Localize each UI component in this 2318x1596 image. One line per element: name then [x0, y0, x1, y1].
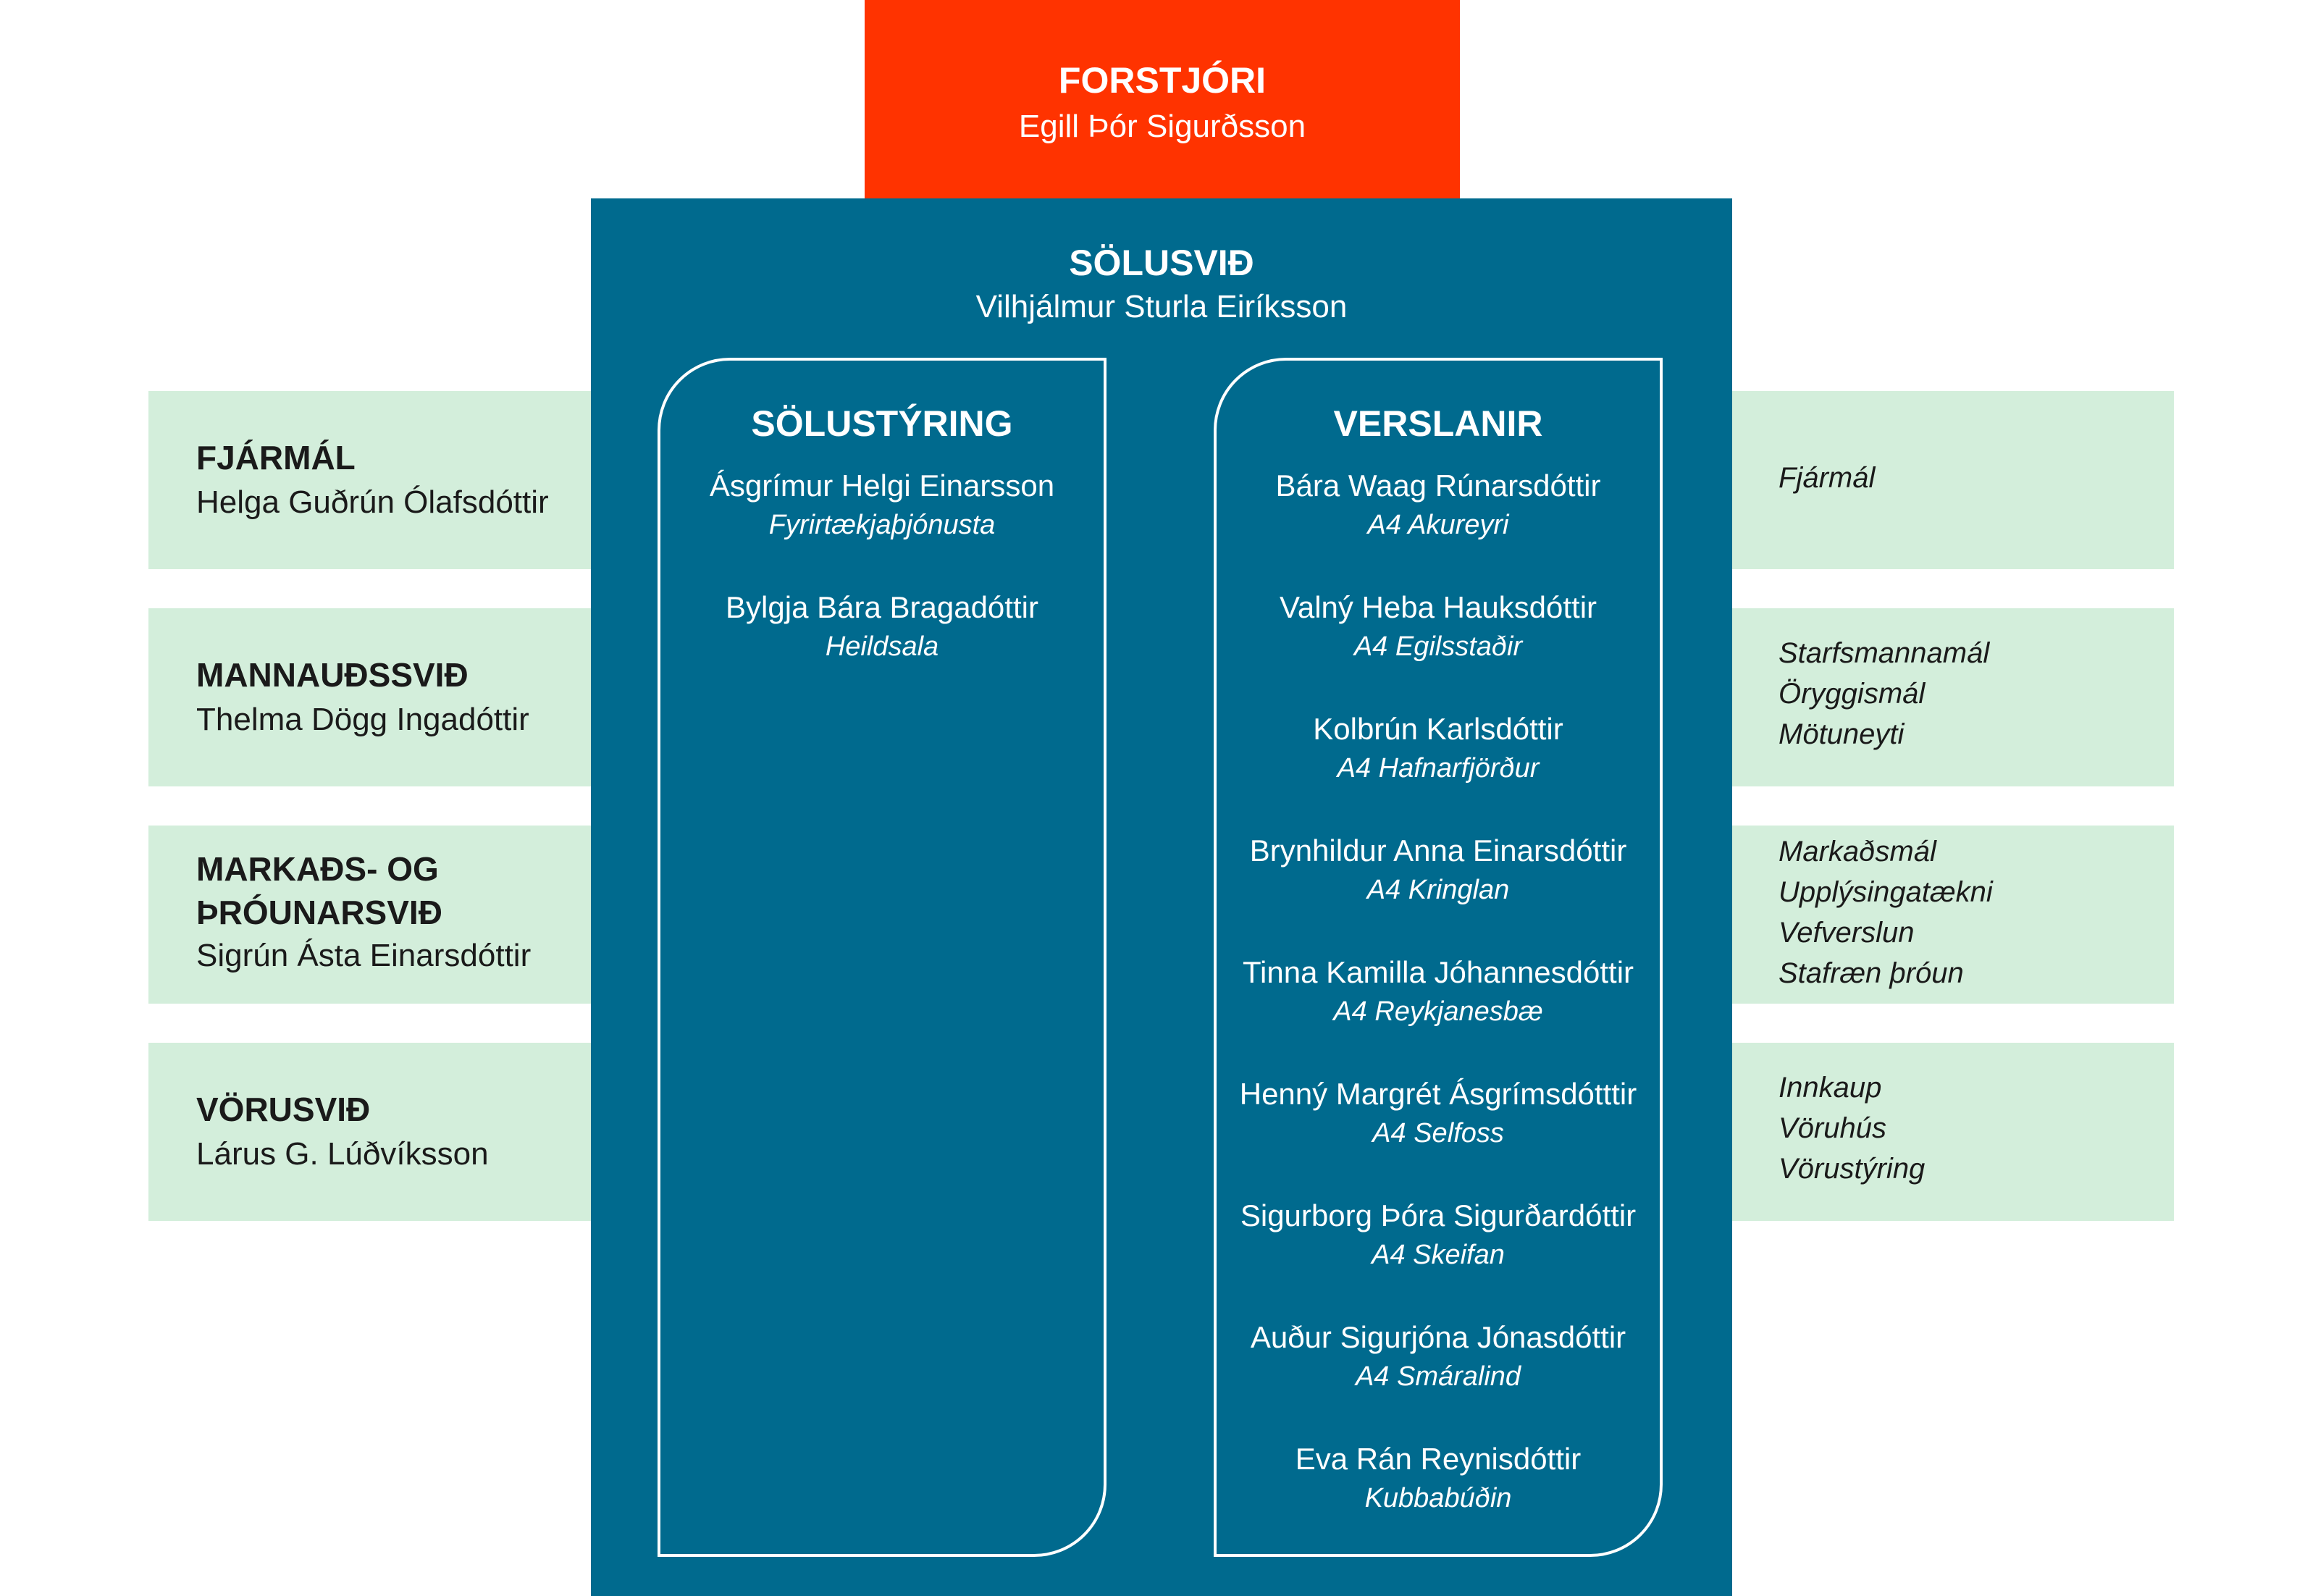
staff-name: Henný Margrét Ásgrímsdótttir: [1239, 1077, 1637, 1111]
responsibility-item: Fjármál: [1779, 462, 1876, 494]
responsibility-item: Öryggismál: [1779, 678, 1926, 710]
finance-responsibilities-box: Fjármál: [1732, 391, 2174, 569]
column-title: VERSLANIR: [1333, 403, 1543, 444]
staff-name: Auður Sigurjóna Jónasdóttir: [1250, 1320, 1626, 1354]
hr-responsibilities-box: Starfsmannamál Öryggismál Mötuneyti: [1732, 608, 2174, 786]
division-title: MARKAÐS- OG ÞRÓUNARSVIÐ: [196, 847, 442, 934]
division-title: MANNAUÐSSVIÐ: [196, 656, 469, 694]
staff-entry: Bylgja Bára Bragadóttir Heildsala: [660, 588, 1104, 710]
staff-role: A4 Egilsstaðir: [1353, 631, 1523, 662]
responsibility-item: Upplýsingatækni: [1779, 876, 1993, 908]
staff-entry: Brynhildur Anna Einarsdóttir A4 Kringlan: [1217, 831, 1660, 953]
staff-role: A4 Kringlan: [1366, 875, 1510, 905]
staff-role: A4 Smáralind: [1355, 1361, 1521, 1392]
responsibility-item: Innkaup: [1779, 1072, 1882, 1104]
staff-name: Tinna Kamilla Jóhannesdóttir: [1242, 955, 1634, 989]
product-box: VÖRUSVIÐ Lárus G. Lúðvíksson: [148, 1043, 591, 1221]
finance-box: FJÁRMÁL Helga Guðrún Ólafsdóttir: [148, 391, 591, 569]
staff-role: Kubbabúðin: [1364, 1483, 1512, 1513]
sales-control-column: SÖLUSTÝRING Ásgrímur Helgi Einarsson Fyr…: [658, 358, 1106, 1557]
responsibility-item: Starfsmannamál: [1779, 637, 1990, 669]
sales-division-head: Vilhjálmur Sturla Eiríksson: [975, 289, 1348, 324]
staff-role: A4 Hafnarfjörður: [1337, 753, 1540, 784]
division-title-line1: MARKAÐS- OG: [196, 850, 439, 888]
marketing-development-box: MARKAÐS- OG ÞRÓUNARSVIÐ Sigrún Ásta Eina…: [148, 826, 591, 1004]
staff-entry: Henný Margrét Ásgrímsdótttir A4 Selfoss: [1217, 1075, 1660, 1196]
responsibility-list: Fjármál: [1779, 458, 1875, 498]
staff-entry: Bára Waag Rúnarsdóttir A4 Akureyri: [1217, 466, 1660, 588]
ceo-name: Egill Þór Sigurðsson: [1018, 109, 1306, 144]
division-head: Sigrún Ásta Einarsdóttir: [196, 938, 532, 973]
staff-name: Eva Rán Reynisdóttir: [1295, 1442, 1582, 1476]
responsibility-item: Markaðsmál: [1779, 836, 1936, 868]
staff-name: Bára Waag Rúnarsdóttir: [1275, 469, 1601, 503]
responsibility-list: Innkaup Vöruhús Vörustýring: [1779, 1067, 1925, 1189]
staff-entry: Ásgrímur Helgi Einarsson Fyrirtækjaþjónu…: [660, 466, 1104, 588]
staff-role: Fyrirtækjaþjónusta: [768, 510, 996, 540]
responsibility-item: Vöruhús: [1779, 1112, 1886, 1144]
staff-name: Sigurborg Þóra Sigurðardóttir: [1240, 1198, 1637, 1232]
division-title: VÖRUSVIÐ: [196, 1091, 371, 1128]
division-title: FJÁRMÁL: [196, 439, 356, 476]
column-title: SÖLUSTÝRING: [751, 403, 1013, 444]
ceo-title: FORSTJÓRI: [1058, 60, 1267, 101]
staff-entry: Valný Heba Hauksdóttir A4 Egilsstaðir: [1217, 588, 1660, 710]
product-responsibilities-box: Innkaup Vöruhús Vörustýring: [1732, 1043, 2174, 1221]
ceo-box: FORSTJÓRI Egill Þór Sigurðsson: [865, 0, 1460, 198]
hr-box: MANNAUÐSSVIÐ Thelma Dögg Ingadóttir: [148, 608, 591, 786]
staff-name: Valný Heba Hauksdóttir: [1279, 590, 1597, 624]
division-title-line2: ÞRÓUNARSVIÐ: [196, 894, 442, 931]
staff-role: A4 Skeifan: [1372, 1240, 1505, 1270]
responsibility-list: Starfsmannamál Öryggismál Mötuneyti: [1779, 633, 1989, 755]
responsibility-item: Stafræn þróun: [1779, 957, 1964, 989]
staff-name: Ásgrímur Helgi Einarsson: [709, 469, 1055, 503]
staff-entry: Tinna Kamilla Jóhannesdóttir A4 Reykjane…: [1217, 953, 1660, 1075]
staff-entry: Auður Sigurjóna Jónasdóttir A4 Smáralind: [1217, 1318, 1660, 1440]
staff-name: Kolbrún Karlsdóttir: [1313, 712, 1563, 746]
staff-name: Brynhildur Anna Einarsdóttir: [1249, 833, 1627, 868]
division-head: Helga Guðrún Ólafsdóttir: [196, 484, 549, 520]
staff-entry: Sigurborg Þóra Sigurðardóttir A4 Skeifan: [1217, 1196, 1660, 1318]
staff-role: A4 Reykjanesbæ: [1333, 996, 1543, 1027]
responsibility-item: Vörustýring: [1779, 1153, 1926, 1185]
marketing-responsibilities-box: Markaðsmál Upplýsingatækni Vefverslun St…: [1732, 826, 2174, 1004]
staff-entry: Kolbrún Karlsdóttir A4 Hafnarfjörður: [1217, 710, 1660, 831]
sales-division-title: SÖLUSVIÐ: [1069, 243, 1254, 283]
staff-role: Heildsala: [825, 631, 939, 662]
sales-division-box: SÖLUSVIÐ Vilhjálmur Sturla Eiríksson SÖL…: [591, 198, 1732, 1596]
staff-entry: Eva Rán Reynisdóttir Kubbabúðin: [1217, 1440, 1660, 1561]
responsibility-item: Vefverslun: [1779, 917, 1915, 949]
staff-role: A4 Akureyri: [1367, 510, 1509, 540]
division-head: Lárus G. Lúðvíksson: [196, 1136, 489, 1172]
staff-role: A4 Selfoss: [1372, 1118, 1504, 1148]
stores-column: VERSLANIR Bára Waag Rúnarsdóttir A4 Akur…: [1214, 358, 1663, 1557]
responsibility-list: Markaðsmál Upplýsingatækni Vefverslun St…: [1779, 831, 1993, 994]
staff-name: Bylgja Bára Bragadóttir: [726, 590, 1038, 624]
responsibility-item: Mötuneyti: [1779, 718, 1905, 750]
division-head: Thelma Dögg Ingadóttir: [196, 702, 529, 737]
